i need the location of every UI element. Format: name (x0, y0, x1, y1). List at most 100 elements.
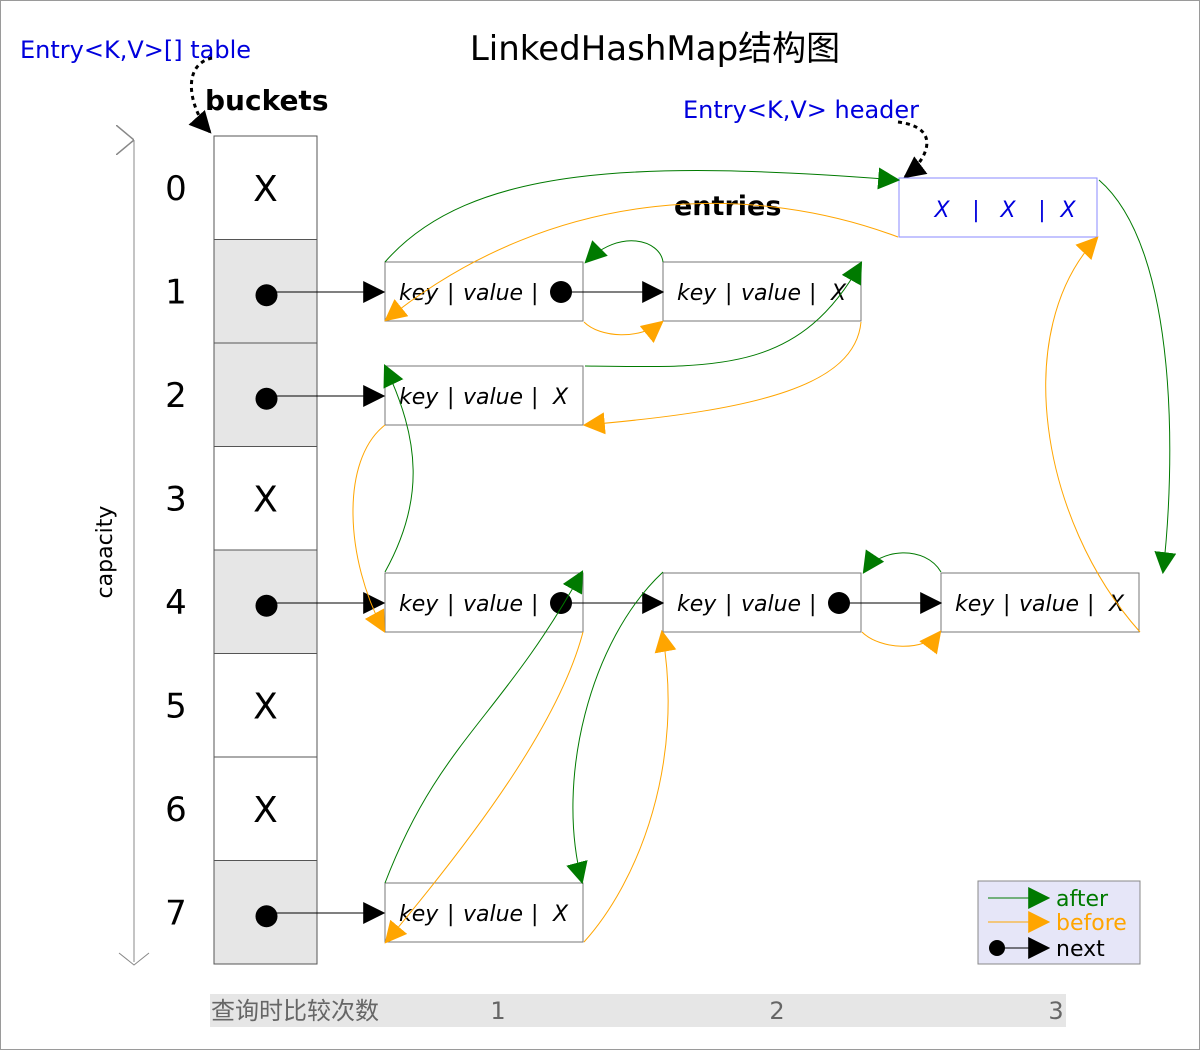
entry-key: key (399, 385, 439, 410)
entry-node: key | value | X (384, 882, 584, 943)
entry-next-null: X (1108, 592, 1125, 617)
entry-key: key (677, 281, 717, 306)
entry-value: value (741, 281, 801, 306)
bucket-empty-marker: X (253, 790, 278, 831)
before-arrow (583, 629, 677, 943)
header-cell: | (972, 198, 979, 223)
bucket-empty-marker: X (253, 169, 278, 210)
entry-next-null: X (552, 902, 569, 927)
entry-separator: | (531, 902, 538, 927)
before-arrow (861, 630, 942, 655)
header-pointer-arrow (897, 120, 929, 179)
bucket-1: 1 (165, 239, 318, 344)
legend-before-label: before (1056, 911, 1127, 936)
entry-node: key|value| (384, 261, 584, 322)
bucket-index: 0 (165, 169, 187, 209)
entry-box (384, 572, 584, 633)
header-entry: X | X | X (898, 177, 1098, 238)
before-arrow (384, 202, 899, 322)
bucket-pointer-dot (255, 594, 278, 617)
after-arrow (384, 167, 901, 263)
entry-value: value (1019, 592, 1079, 617)
footer-background (210, 994, 1066, 1027)
bucket-pointer-dot (255, 387, 278, 410)
entry-separator: | (531, 281, 538, 306)
header-cell: X (999, 198, 1016, 223)
entry-key: key (677, 592, 717, 617)
entry-value: value (463, 902, 523, 927)
entry-node: key | value | X (384, 365, 584, 426)
entry-box (662, 261, 862, 322)
entry-separator: | (1087, 592, 1094, 617)
after-arrow (566, 571, 664, 885)
page-title: LinkedHashMap结构图 (470, 29, 840, 69)
entry-next-dot (828, 592, 850, 614)
bucket-cell (213, 653, 318, 758)
entry-next-null: X (830, 281, 847, 306)
footer-count: 2 (769, 997, 784, 1025)
header-pointer-label: Entry<K,V> header (683, 96, 919, 124)
bucket-7: 7 (165, 860, 318, 965)
entry-box (940, 572, 1140, 633)
entry-separator: | (809, 592, 816, 617)
after-arrow (1098, 179, 1177, 575)
entry-separator: | (447, 592, 454, 617)
entry-value: value (463, 281, 523, 306)
entry-node: key|value| (384, 572, 584, 633)
bucket-4: 4 (165, 549, 318, 654)
entry-key: key (399, 902, 439, 927)
entry-node: key|value|X (662, 261, 862, 322)
table-pointer-label: Entry<K,V>[] table (20, 36, 251, 64)
before-arrow (384, 631, 584, 944)
legend-after-label: after (1056, 887, 1109, 912)
footer-count: 3 (1048, 997, 1063, 1025)
entry-separator: | (531, 385, 538, 410)
entry-separator: | (531, 592, 538, 617)
bucket-empty-marker: X (253, 479, 278, 520)
after-arrow (384, 570, 584, 884)
entry-key: key (955, 592, 995, 617)
footer-bar: 查询时比较次数 1 2 3 (210, 994, 1066, 1027)
header-cell: X (1059, 198, 1076, 223)
entry-box (384, 365, 584, 426)
footer-count: 1 (490, 997, 505, 1025)
header-cell: X (933, 198, 950, 223)
bucket-pointer-dot (255, 284, 278, 307)
bucket-cell (213, 446, 318, 551)
footer-label: 查询时比较次数 (211, 997, 379, 1025)
header-cell: | (1038, 198, 1045, 223)
bucket-index: 7 (165, 893, 187, 933)
entry-separator: | (447, 385, 454, 410)
bucket-index: 1 (165, 272, 187, 312)
entry-separator: | (447, 281, 454, 306)
entry-node: key|value| (662, 572, 862, 633)
entry-separator: | (1003, 592, 1010, 617)
legend-next-label: next (1056, 937, 1105, 962)
entry-separator: | (725, 281, 732, 306)
bucket-index: 3 (165, 479, 187, 519)
entry-node: key | value | X (940, 572, 1140, 633)
bucket-cell (213, 756, 318, 861)
next-links (266, 281, 943, 924)
after-arrow (584, 240, 664, 264)
entry-separator: | (447, 902, 454, 927)
table-pointer-arrow (188, 56, 213, 134)
before-arrow (582, 321, 862, 435)
entry-next-null: X (552, 385, 569, 410)
before-arrow (1045, 236, 1141, 633)
bucket-index: 2 (165, 376, 187, 416)
bucket-empty-marker: X (253, 686, 278, 727)
entry-key: key (399, 592, 439, 617)
entry-value: value (463, 385, 523, 410)
before-links (352, 202, 1141, 944)
buckets-label: buckets (205, 84, 328, 117)
after-arrow (383, 364, 414, 573)
entry-value: value (741, 592, 801, 617)
legend: after before next (977, 880, 1141, 965)
